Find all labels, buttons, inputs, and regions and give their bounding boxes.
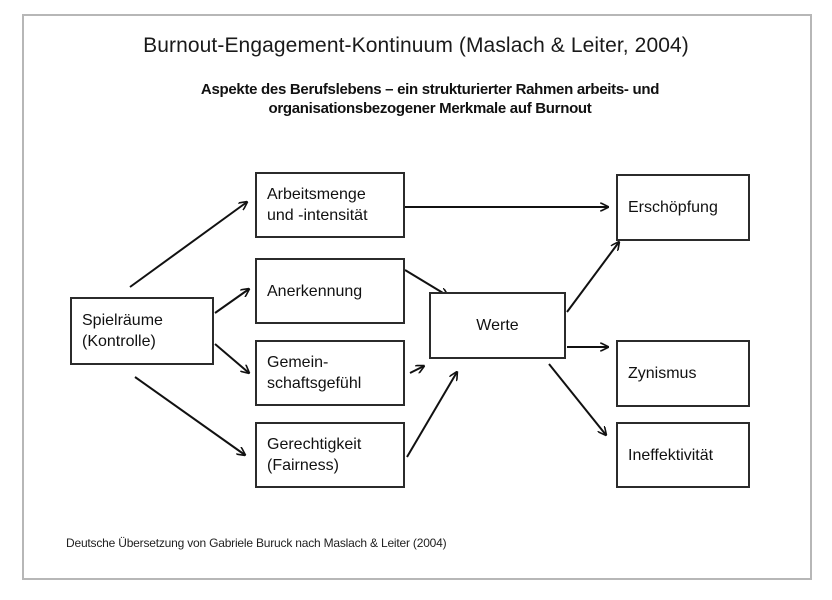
subtitle-line-1: Aspekte des Berufslebens – ein strukturi… [200, 81, 660, 98]
node-zynismus-label: Zynismus [628, 365, 697, 382]
node-spielraeume-label: Spielräume (Kontrolle) [82, 312, 163, 350]
node-anerkennung-label: Anerkennung [267, 282, 363, 300]
node-gemeinschaft-label: Gemein- schaftsgefühl [267, 354, 362, 392]
arrow-werte-erschoepfung [566, 242, 619, 313]
page-subtitle: Aspekte des Berufslebens – ein strukturi… [150, 80, 710, 118]
arrow-spielraeume-gerechtigkeit [134, 376, 245, 455]
node-werte-label: Werte [476, 317, 519, 334]
node-zynismus: Zynismus [616, 340, 750, 407]
arrow-werte-ineffektivitaet [548, 363, 606, 435]
footer-credit: Deutsche Übersetzung von Gabriele Buruck… [66, 536, 447, 550]
arrow-spielraeume-gemeinschaft [214, 343, 249, 373]
node-ineffektivitaet: Ineffektivität [616, 422, 750, 488]
arrow-gerechtigkeit-werte [406, 372, 457, 458]
node-erschoepfung: Erschöpfung [616, 174, 750, 241]
page-title: Burnout-Engagement-Kontinuum (Maslach & … [143, 34, 689, 57]
node-werte: Werte [429, 292, 566, 359]
arrow-gemeinschaft-werte [409, 366, 424, 374]
subtitle-line-2: organisationsbezogener Merkmale auf Burn… [268, 100, 592, 117]
node-gemeinschaft: Gemein- schaftsgefühl [255, 340, 405, 406]
node-ineffektivitaet-label: Ineffektivität [628, 446, 714, 464]
node-anerkennung: Anerkennung [255, 258, 405, 324]
node-spielraeume: Spielräume (Kontrolle) [70, 297, 214, 365]
node-erschoepfung-label: Erschöpfung [628, 199, 718, 216]
node-gerechtigkeit: Gerechtigkeit (Fairness) [255, 422, 405, 488]
node-gerechtigkeit-label: Gerechtigkeit (Fairness) [267, 436, 362, 474]
arrow-spielraeume-anerkennung [214, 289, 249, 314]
arrow-spielraeume-arbeitsmenge [129, 202, 247, 288]
arrow-anerkennung-werte [404, 269, 448, 296]
node-arbeitsmenge: Arbeitsmenge und -intensität [255, 172, 405, 238]
node-arbeitsmenge-label: Arbeitsmenge und -intensität [267, 186, 368, 224]
